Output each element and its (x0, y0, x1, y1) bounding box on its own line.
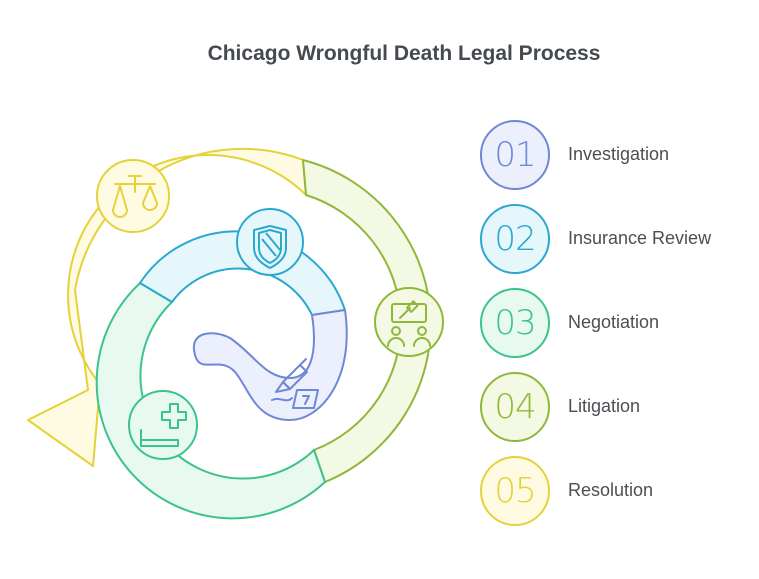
shield-icon (253, 225, 287, 269)
step-label: Resolution (568, 480, 654, 500)
step-label: Negotiation (568, 312, 660, 332)
legend-item-litigation: 04 Litigation (478, 370, 748, 446)
medical-cross-icon (140, 403, 187, 447)
legend-item-insurance-review: 02 Insurance Review (478, 202, 748, 278)
legend-item-resolution: 05 Resolution (478, 454, 748, 530)
gavel-people-icon (387, 300, 431, 347)
magnifier-scribble-icon (271, 358, 319, 409)
step-number-badge: 05 (480, 456, 550, 526)
step-number-badge: 03 (480, 288, 550, 358)
step-number-badge: 04 (480, 372, 550, 442)
step-number-badge: 02 (480, 204, 550, 274)
step-number-badge: 01 (480, 120, 550, 190)
step-label: Investigation (568, 144, 670, 164)
step-label: Litigation (568, 396, 641, 416)
page-title: Chicago Wrongful Death Legal Process (207, 42, 601, 65)
scales-of-justice-icon (112, 175, 158, 218)
resolution-icon-badge (96, 159, 170, 233)
process-cycle-diagram (27, 147, 444, 520)
legend-item-investigation: 01 Investigation (478, 118, 748, 194)
litigation-arc (302, 159, 432, 483)
insurance-review-icon-badge (236, 208, 304, 276)
investigation-hook (192, 309, 348, 421)
negotiation-icon-badge (128, 390, 198, 460)
step-label: Insurance Review (568, 228, 712, 248)
legend-item-negotiation: 03 Negotiation (478, 286, 748, 362)
